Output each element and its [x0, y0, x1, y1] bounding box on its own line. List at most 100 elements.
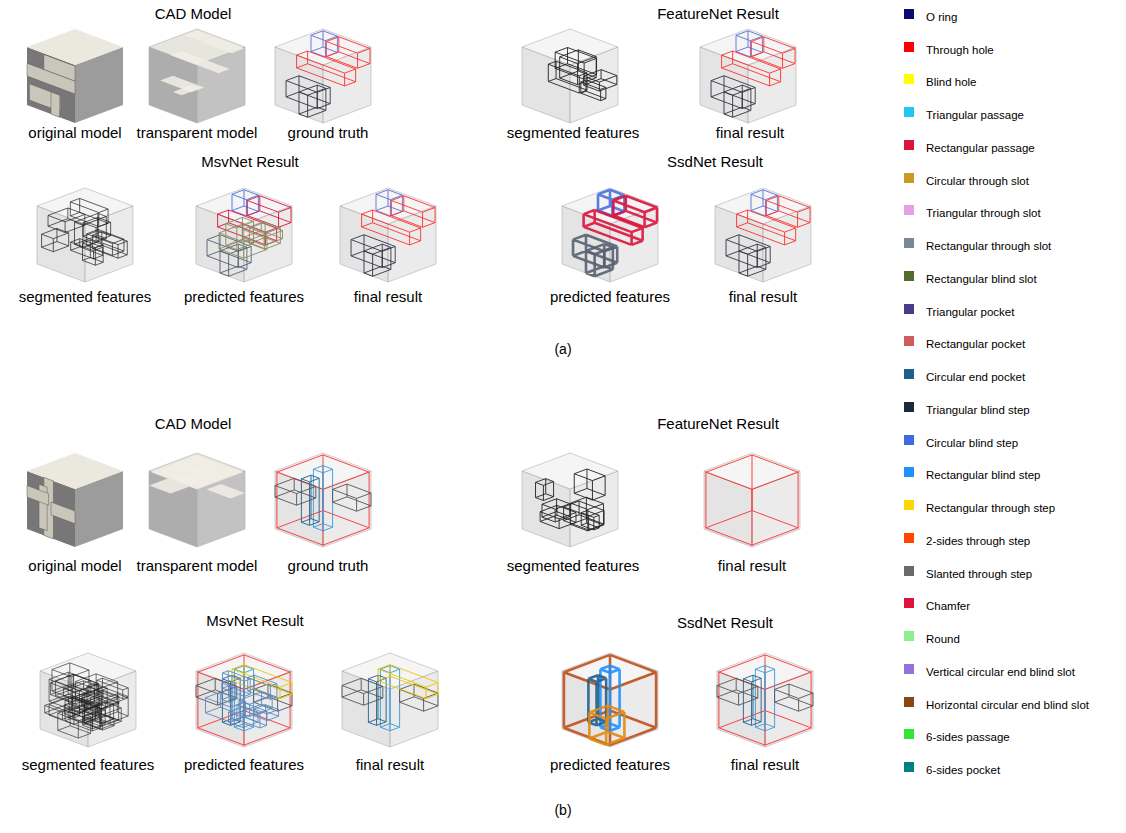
legend-swatch	[904, 533, 914, 543]
feature-wireframe	[249, 222, 280, 249]
cad-model-render	[27, 29, 123, 123]
feature-wireframe	[58, 709, 91, 738]
legend-label: 2-sides through step	[926, 535, 1030, 547]
legend-entry: Horizontal circular end blind slot	[900, 695, 1063, 709]
legend-label: Rectangular blind slot	[926, 273, 1037, 285]
model-face	[275, 29, 371, 65]
caption: final result	[354, 289, 422, 304]
feature-wireframe	[581, 511, 599, 530]
legend-entry: Triangular pocket	[900, 302, 988, 316]
legend-label: Rectangular through step	[926, 502, 1055, 514]
legend-swatch	[904, 304, 914, 314]
feature-wireframe	[70, 198, 108, 226]
feature-wireframe	[237, 702, 267, 727]
legend-entry: Round	[900, 629, 934, 643]
legend-entry: Circular blind step	[900, 433, 992, 447]
legend-entry: Rectangular through step	[900, 498, 1029, 512]
legend-entry: Triangular passage	[900, 105, 998, 119]
cad-model-render	[275, 29, 371, 123]
legend-swatch	[904, 238, 914, 248]
model-face	[522, 29, 618, 65]
section-heading: CAD Model	[155, 416, 232, 431]
cad-model-render	[40, 653, 136, 747]
feature-wireframe	[722, 51, 781, 86]
feature-wireframe	[299, 85, 326, 117]
cad-model-render	[562, 653, 658, 747]
feature-wireframe	[717, 678, 758, 705]
feature-wireframe	[564, 655, 656, 745]
feature-wireframe	[391, 196, 435, 227]
legend-swatch	[904, 664, 914, 674]
legend-label: Rectangular through slot	[926, 240, 1051, 252]
feature-wireframe	[75, 674, 117, 707]
section-heading: FeatureNet Result	[657, 416, 779, 431]
model-face	[196, 188, 292, 224]
cad-model-render	[196, 653, 292, 747]
model-face	[715, 188, 811, 224]
legend-label: Circular through slot	[926, 175, 1029, 187]
cad-model-render	[149, 29, 245, 123]
model-face	[40, 653, 136, 689]
feature-volume	[187, 466, 206, 473]
legend-swatch	[904, 435, 914, 445]
section-heading: MsvNet Result	[206, 613, 304, 628]
legend-label: 6-sides pocket	[926, 764, 1000, 776]
legend-label: Rectangular blind step	[926, 469, 1040, 481]
legend-label: Circular end pocket	[926, 371, 1025, 383]
caption: original model	[28, 125, 121, 140]
cad-model-render	[562, 188, 658, 282]
cad-model-render	[37, 188, 133, 282]
cad-model-render	[715, 188, 811, 282]
legend-swatch	[904, 402, 914, 412]
caption: segmented features	[19, 289, 152, 304]
section-heading: SsdNet Result	[677, 615, 773, 630]
legend-entry: Triangular through slot	[900, 203, 1015, 217]
feature-wireframe	[739, 244, 766, 276]
feature-wireframe	[71, 239, 103, 259]
model-face	[27, 29, 123, 65]
feature-wireframe	[42, 228, 69, 251]
feature-wireframe	[220, 244, 247, 276]
section-heading: SsdNet Result	[667, 154, 763, 169]
feature-volume	[175, 475, 193, 482]
feature-wireframe	[297, 51, 356, 86]
legend-swatch	[904, 336, 914, 346]
legend-swatch	[904, 205, 914, 215]
legend-label: Slanted through step	[926, 568, 1032, 580]
legend-label: Blind hole	[926, 76, 977, 88]
caption: predicted features	[184, 757, 304, 772]
legend-entry: Blind hole	[900, 72, 951, 86]
caption: original model	[28, 558, 121, 573]
feature-cutout	[51, 502, 75, 524]
cad-model-render	[342, 653, 438, 747]
caption: final result	[716, 125, 784, 140]
legend-swatch	[904, 697, 914, 707]
model-face	[340, 188, 436, 224]
legend-entry: O ring	[900, 7, 931, 21]
caption: predicted features	[550, 757, 670, 772]
legend-swatch	[904, 762, 914, 772]
legend-label: Triangular pocket	[926, 306, 1014, 318]
feature-wireframe	[766, 196, 810, 227]
legend-entry: Slanted through step	[900, 564, 1006, 578]
feature-cutout	[51, 92, 60, 117]
legend-label: Circular blind step	[926, 437, 1018, 449]
legend-entry: 6-sides passage	[900, 727, 984, 741]
cad-model-render	[522, 29, 618, 123]
legend-entry: Rectangular passage	[900, 138, 1009, 152]
model-face	[700, 29, 796, 65]
legend-swatch	[904, 500, 914, 510]
feature-wireframe	[613, 196, 657, 227]
legend-entry: 2-sides through step	[900, 531, 1004, 545]
feature-wireframe	[737, 210, 796, 245]
caption: segmented features	[507, 558, 640, 573]
feature-wireframe	[222, 680, 236, 702]
legend-label: 6-sides passage	[926, 731, 1010, 743]
feature-wireframe	[555, 48, 596, 80]
feature-wireframe	[275, 478, 316, 505]
legend-swatch	[904, 173, 914, 183]
cad-model-render	[149, 453, 245, 547]
cad-model-render	[340, 188, 436, 282]
panel-letter: (a)	[554, 342, 571, 357]
legend-label: Vertical circular end blind slot	[926, 666, 1075, 678]
